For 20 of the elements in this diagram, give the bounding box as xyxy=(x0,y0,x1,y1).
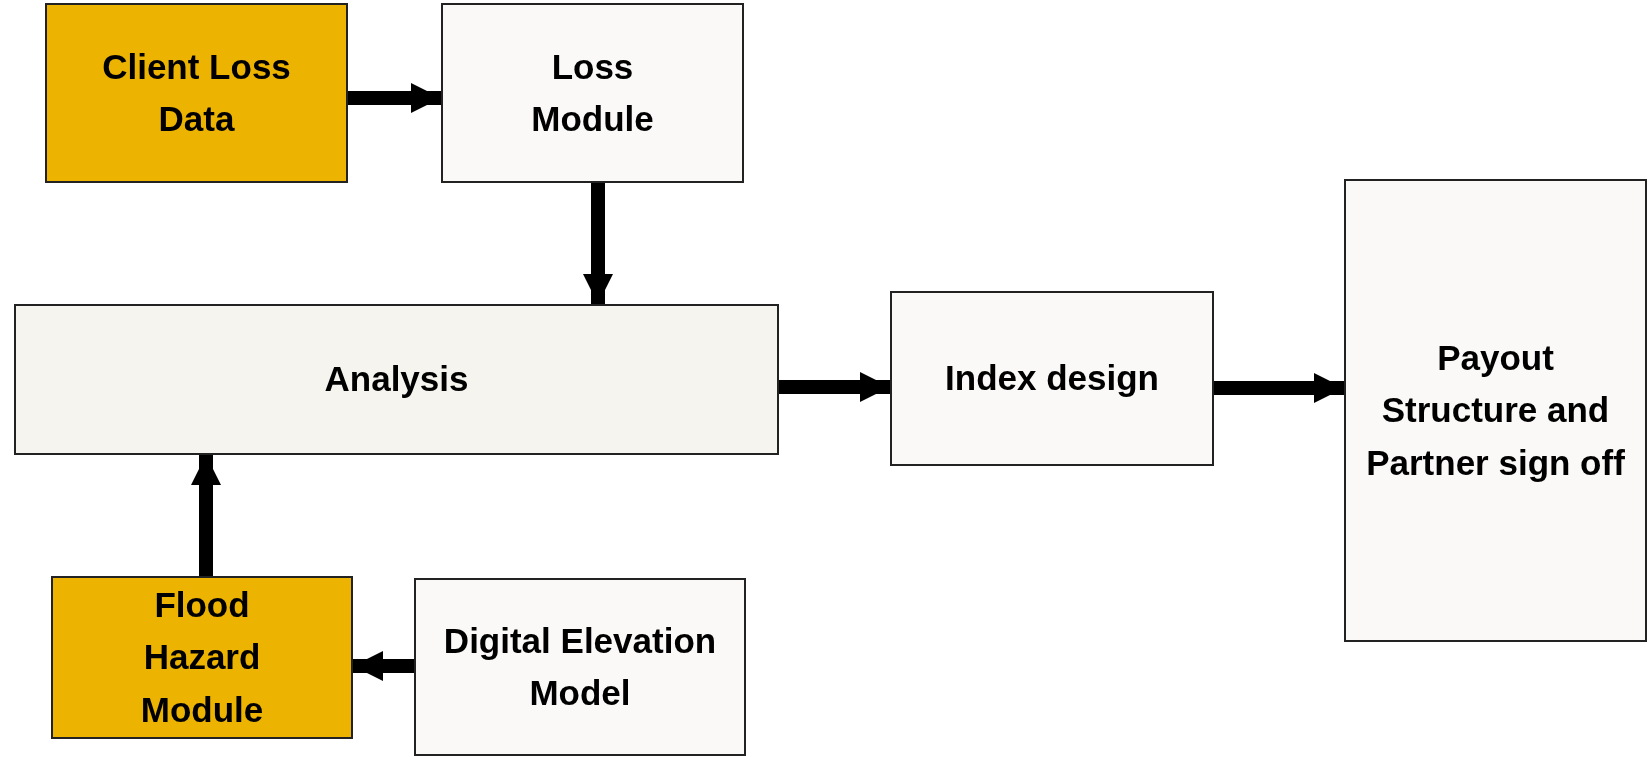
node-label: Loss Module xyxy=(530,45,655,140)
process-box xyxy=(890,291,1214,466)
arrow xyxy=(1214,373,1344,403)
arrow xyxy=(191,455,221,576)
arrow xyxy=(348,83,441,113)
node-label: Client Loss Data xyxy=(101,45,292,140)
node-label: Index design xyxy=(945,357,1159,400)
process-box xyxy=(14,304,779,455)
process-box xyxy=(414,578,746,756)
arrow xyxy=(779,372,890,402)
input-box xyxy=(45,3,348,183)
node-label: Payout Structure and Partner sign off xyxy=(1366,336,1625,484)
node-label: Analysis xyxy=(324,358,469,401)
process-box xyxy=(1344,179,1647,642)
arrow xyxy=(353,651,414,681)
process-box xyxy=(441,3,744,183)
input-box xyxy=(51,576,353,739)
node-label: Digital Elevation Model xyxy=(442,619,718,714)
arrow xyxy=(583,183,613,304)
node-label: Flood Hazard Module xyxy=(139,583,265,731)
